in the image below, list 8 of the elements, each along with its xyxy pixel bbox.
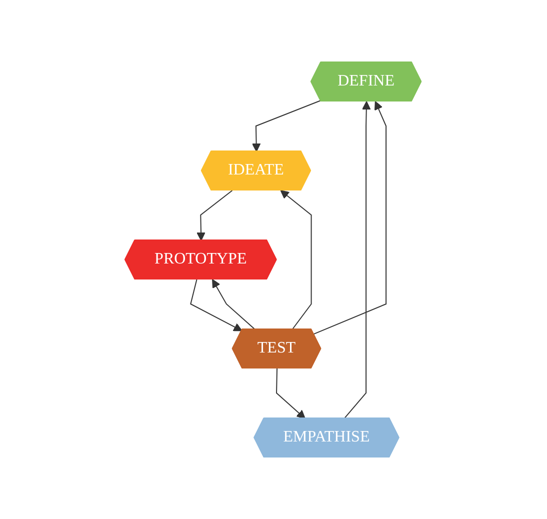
- arrow: [252, 100, 322, 152]
- arrow: [197, 190, 234, 241]
- arrow: [276, 368, 306, 419]
- arrow: [280, 190, 312, 330]
- arrow: [344, 101, 372, 419]
- arrow: [212, 279, 256, 330]
- arrow: [190, 279, 243, 332]
- arrow: [314, 101, 387, 335]
